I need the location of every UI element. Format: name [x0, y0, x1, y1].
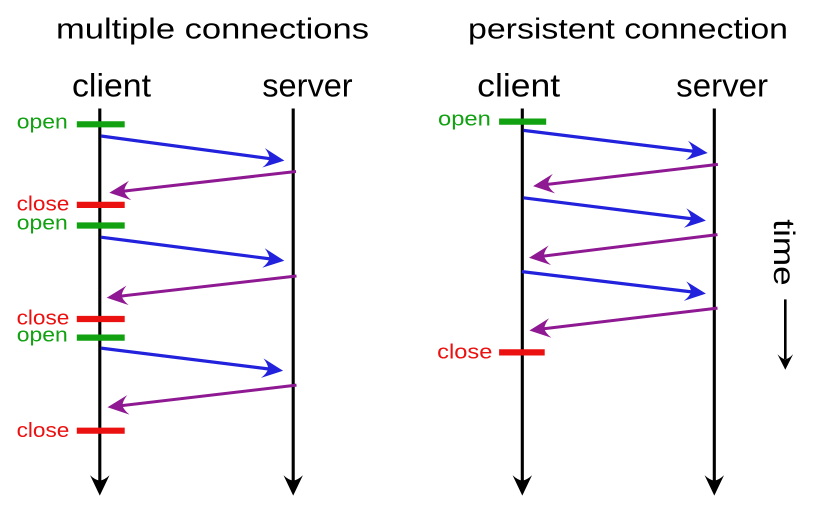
svg-text:time: time [767, 219, 800, 285]
svg-text:close: close [17, 194, 70, 216]
svg-text:persistent connection: persistent connection [468, 14, 788, 46]
svg-text:client: client [72, 68, 151, 104]
svg-text:server: server [676, 68, 768, 104]
svg-text:client: client [477, 68, 560, 104]
svg-text:multiple connections: multiple connections [56, 14, 369, 46]
svg-text:close: close [17, 308, 70, 330]
svg-text:close: close [17, 420, 70, 442]
svg-text:open: open [17, 111, 68, 133]
svg-text:close: close [437, 342, 492, 364]
svg-text:open: open [17, 213, 68, 235]
svg-text:open: open [438, 109, 491, 131]
svg-text:server: server [262, 68, 353, 104]
svg-text:open: open [17, 325, 68, 347]
